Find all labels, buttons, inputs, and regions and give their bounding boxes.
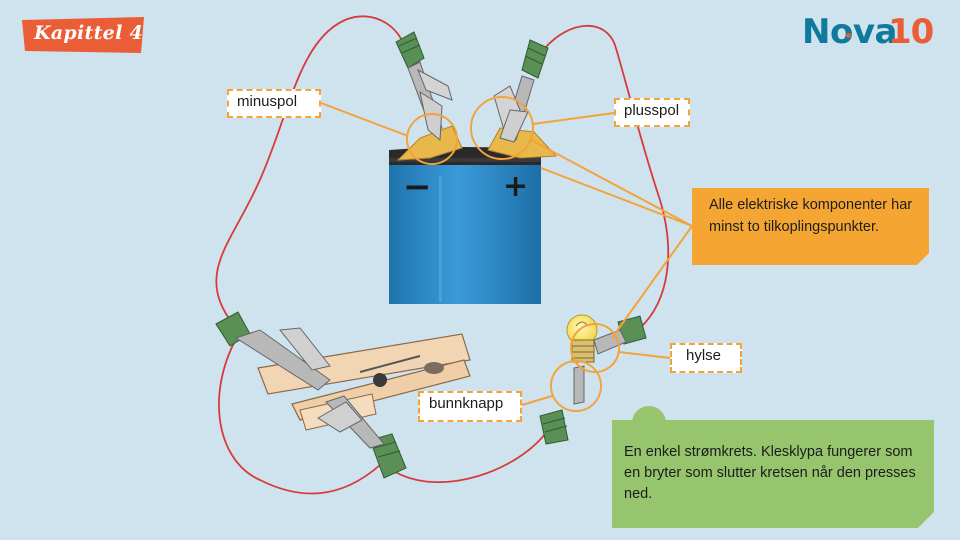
clip-bulb-bottom (539, 365, 585, 445)
leader-plus (532, 112, 615, 125)
brand-number: 10 (888, 12, 934, 52)
leader-minus (320, 102, 409, 137)
clip-switch-lower (317, 395, 407, 479)
clip-switch-upper (215, 311, 331, 391)
minus-terminal-label: minuspol (227, 89, 321, 118)
plus-terminal-label: plusspol (614, 98, 690, 127)
battery-minus-sign: − (403, 167, 432, 207)
connection-points-callout: Alle elektriske komponenter har minst to… (692, 188, 929, 265)
chapter-label: Kapittel 4 (34, 22, 144, 44)
leader-callout-lower (611, 225, 693, 339)
clip-bulb-socket (593, 315, 647, 355)
brand-logo: Nova 10 (802, 12, 942, 60)
clip-plus (493, 39, 549, 143)
bottom-contact-label: bunnknapp (418, 391, 522, 422)
battery (389, 147, 541, 304)
bottom-contact-highlight (550, 360, 602, 412)
circuit-wire (218, 331, 381, 495)
plus-terminal-highlight (470, 96, 534, 160)
brand-name: Nova (802, 12, 897, 52)
socket-highlight (570, 323, 620, 373)
leader-callout-mid (540, 167, 693, 227)
leader-bottom (521, 395, 553, 406)
brand-dot-icon (846, 33, 851, 38)
circuit-wire (391, 429, 549, 484)
chapter-badge: Kapittel 4 (22, 17, 144, 53)
clip-minus (395, 31, 453, 142)
figure-caption: En enkel strømkrets. Klesklypa fungerer … (612, 420, 934, 528)
light-bulb (566, 314, 598, 363)
leader-callout-upper (530, 139, 693, 227)
battery-plus-sign: + (503, 169, 528, 204)
circuit-wire (215, 15, 405, 321)
minus-terminal-highlight (406, 113, 458, 165)
socket-label: hylse (670, 343, 742, 373)
leader-socket (618, 351, 671, 359)
